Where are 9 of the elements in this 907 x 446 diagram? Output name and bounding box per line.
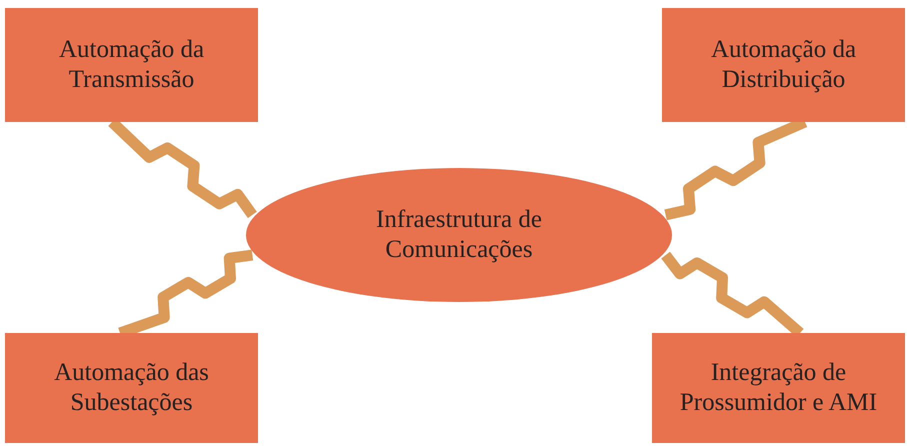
process-box	[5, 8, 258, 122]
process-box	[652, 333, 905, 443]
process-box	[5, 333, 258, 443]
node-label: Automação da Distribuição	[710, 35, 858, 95]
process-box	[662, 8, 905, 122]
node-label: Automação da Transmissão	[58, 35, 206, 95]
node-label: Automação das Subestações	[53, 358, 210, 418]
node-label: Infraestrutura de Comunicações	[375, 205, 543, 265]
node-label: Integração de Prossumidor e AMI	[678, 358, 878, 418]
